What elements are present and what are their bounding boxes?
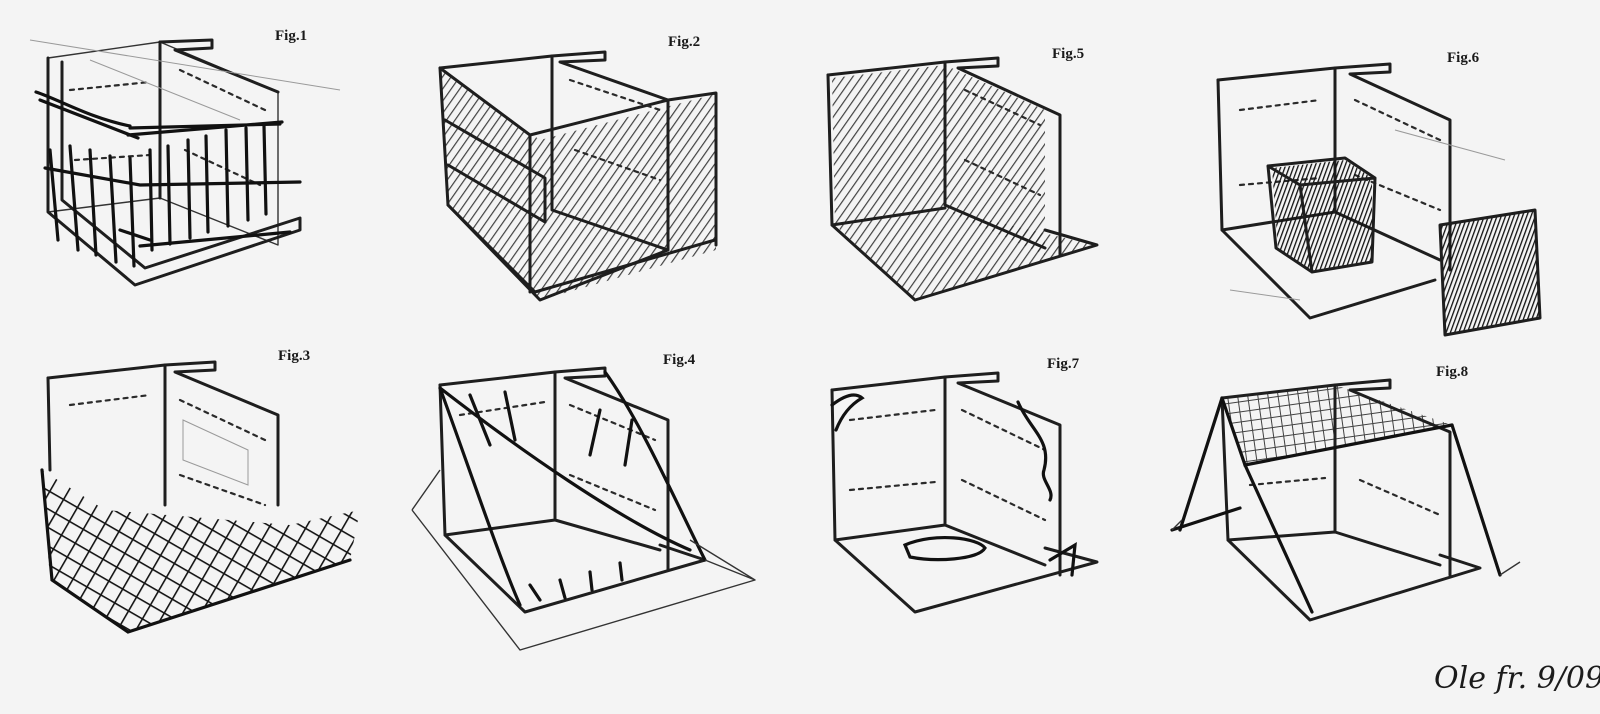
figure-4: Fig.4 [411,352,756,651]
figure-7-sketch [830,371,1099,614]
figure-7: Fig.7 [830,356,1099,614]
figure-2-sketch [438,50,718,302]
figure-1-label: Fig.1 [275,28,307,44]
figure-8: Fig.8 [1170,364,1521,622]
figure-4-sketch [411,366,756,651]
figure-5: Fig.5 [826,46,1099,302]
figure-3-label: Fig.3 [278,348,310,364]
artist-signature: Ole fr. 9/09 [1434,661,1600,696]
figure-1-sketch [29,38,341,287]
figure-3: Fig.3 [40,348,360,634]
figure-6-sketch [1216,62,1542,337]
figure-1: Fig.1 [29,28,341,287]
figure-2-label: Fig.2 [668,34,700,50]
figure-8-label: Fig.8 [1436,364,1468,380]
figure-6-label: Fig.6 [1447,50,1480,66]
figure-4-label: Fig.4 [663,352,696,368]
figure-7-label: Fig.7 [1047,356,1080,372]
figure-8-sketch [1170,378,1521,622]
figure-6: Fig.6 [1216,50,1542,337]
figure-5-label: Fig.5 [1052,46,1084,62]
figure-2: Fig.2 [438,34,718,302]
figure-5-sketch [826,56,1099,302]
figure-3-sketch [40,360,360,634]
